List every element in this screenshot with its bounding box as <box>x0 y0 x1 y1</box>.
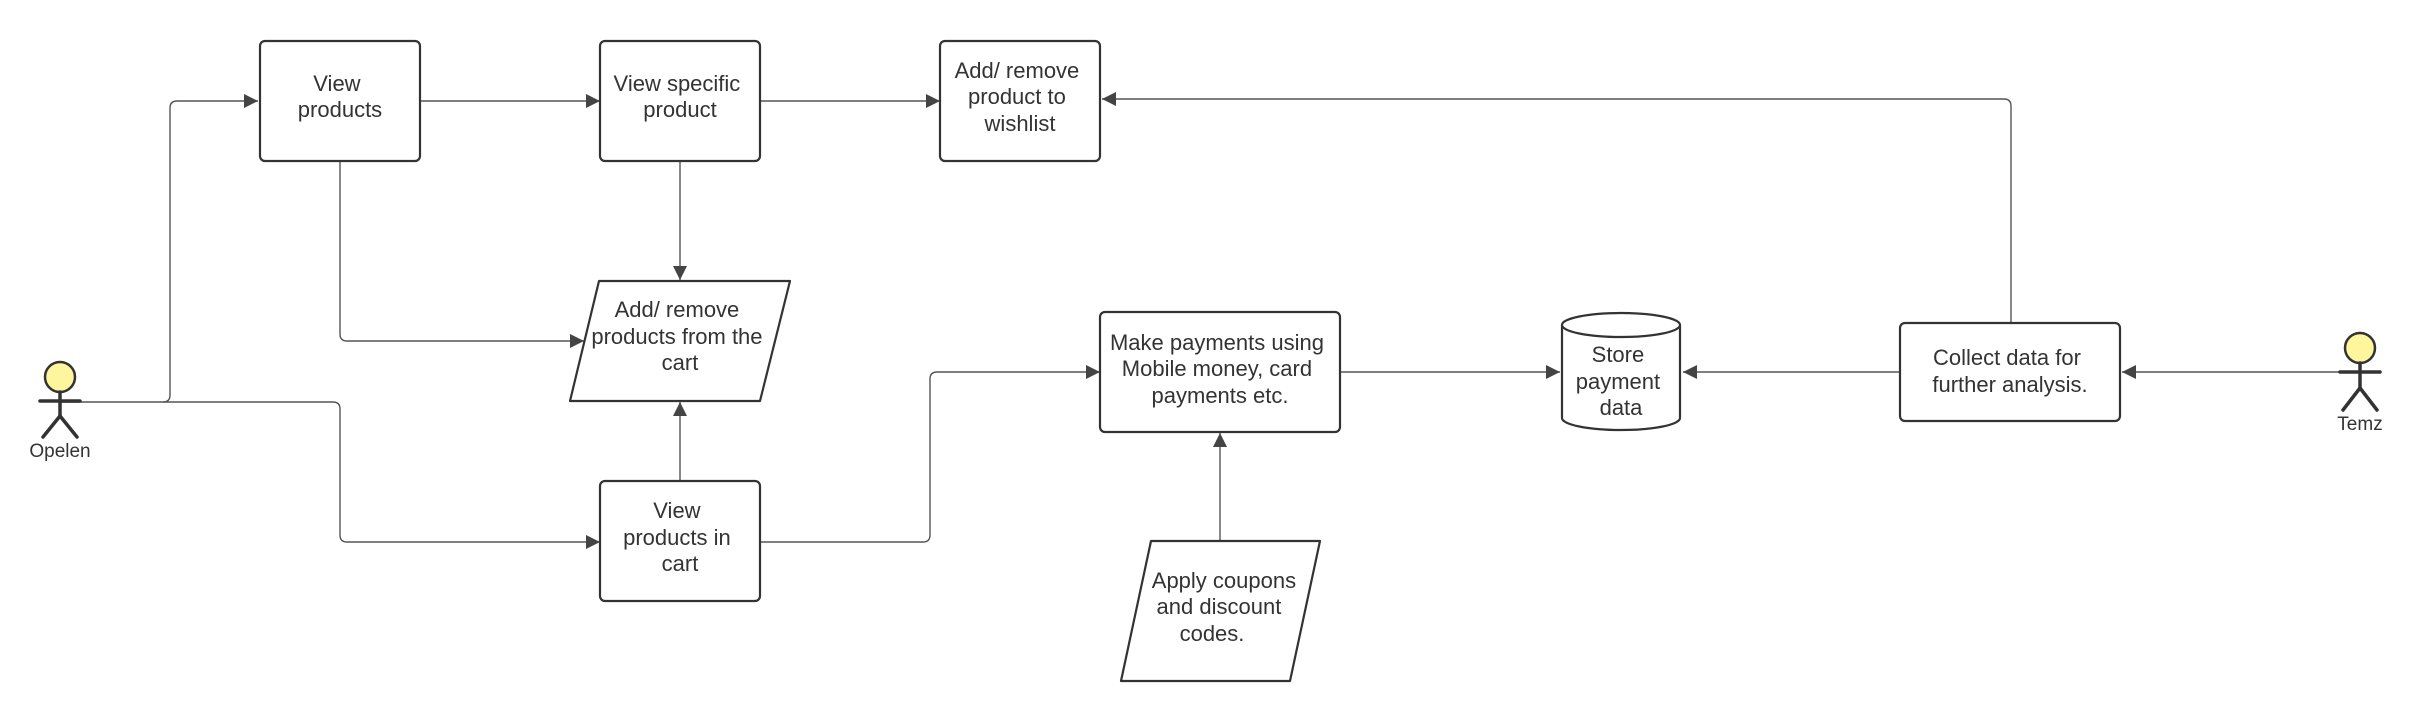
svg-text:Collect data for furthe: Collect data for further analysis. <box>1932 345 2087 397</box>
node-cart-add-remove-line-1: Add/ remove <box>615 297 740 322</box>
node-view-specific-product-line-2: product <box>643 97 716 122</box>
node-view-cart-line-1: View <box>653 498 700 523</box>
actor-opelen-label: Opelen <box>29 441 90 462</box>
node-view-products: View products <box>258 39 422 163</box>
node-view-specific-product-line-1: View specific <box>614 71 741 96</box>
svg-text:View specific product: View specific product <box>614 71 747 122</box>
edge-view-cart-to-payments <box>760 365 1100 543</box>
node-wishlist-line-3: wishlist <box>984 111 1056 136</box>
actor-temz-label: Temz <box>2337 414 2382 435</box>
node-wishlist-line-1: Add/ remove <box>955 58 1080 83</box>
svg-text:Add/ remove products fro: Add/ remove products from the cart <box>591 297 768 375</box>
node-view-specific-product: View specific product <box>598 39 762 163</box>
node-make-payments: Make payments using Mobile money, card p… <box>1098 310 1342 434</box>
svg-text:Add/ remove product to: Add/ remove product to wishlist <box>955 58 1086 136</box>
node-store-payment: Store payment data <box>1560 311 1682 432</box>
node-wishlist: Add/ remove product to wishlist <box>938 39 1102 163</box>
actor-temz: Temz <box>2337 331 2383 435</box>
actor-head <box>43 360 77 394</box>
node-wishlist-line-2: product to <box>968 84 1066 109</box>
svg-text:View products in c: View products in cart <box>623 498 737 576</box>
node-view-products-line-2: products <box>298 97 382 122</box>
node-store-payment-line-2: payment <box>1576 369 1660 394</box>
node-cart-add-remove: Add/ remove products from the cart <box>568 279 792 403</box>
svg-text:Store payment data: Store payment data <box>1576 342 1667 420</box>
node-view-cart: View products in cart <box>598 479 762 603</box>
node-make-payments-line-3: payments etc. <box>1152 383 1289 408</box>
node-store-payment-line-1: Store <box>1592 342 1645 367</box>
person-icon <box>38 360 82 439</box>
actor-head <box>2343 331 2377 365</box>
edge-collect-to-wishlist <box>1102 92 2012 323</box>
node-collect-data-line-2: further analysis. <box>1932 372 2087 397</box>
node-coupons-line-3: codes. <box>1180 621 1245 646</box>
node-coupons-line-1: Apply coupons <box>1152 568 1296 593</box>
node-collect-data: Collect data for further analysis. <box>1898 321 2122 423</box>
node-view-cart-line-2: products in <box>623 525 731 550</box>
node-store-payment-line-3: data <box>1600 395 1644 420</box>
edges <box>60 92 2340 549</box>
node-collect-data-line-1: Collect data for <box>1933 345 2081 370</box>
svg-text:View products: View products <box>298 71 382 122</box>
node-make-payments-line-1: Make payments using <box>1110 330 1324 355</box>
edge-opelen-to-view-cart <box>163 401 600 549</box>
node-make-payments-line-2: Mobile money, card <box>1122 356 1312 381</box>
node-cart-add-remove-line-3: cart <box>662 350 699 375</box>
svg-text:Apply coupons and discou: Apply coupons and discount codes. <box>1152 568 1302 646</box>
person-icon <box>2338 331 2382 412</box>
edge-view-products-to-cart <box>339 160 584 348</box>
node-view-cart-line-3: cart <box>662 551 699 576</box>
node-coupons-line-2: and discount <box>1157 594 1282 619</box>
node-view-products-line-1: View <box>313 71 360 96</box>
node-cart-add-remove-line-2: products from the <box>591 324 762 349</box>
svg-text:Make payments using Mobi: Make payments using Mobile money, card p… <box>1110 330 1330 408</box>
node-coupons: Apply coupons and discount codes. <box>1119 539 1322 683</box>
edge-opelen-to-view-products <box>60 94 258 403</box>
actor-opelen: Opelen <box>29 360 91 462</box>
